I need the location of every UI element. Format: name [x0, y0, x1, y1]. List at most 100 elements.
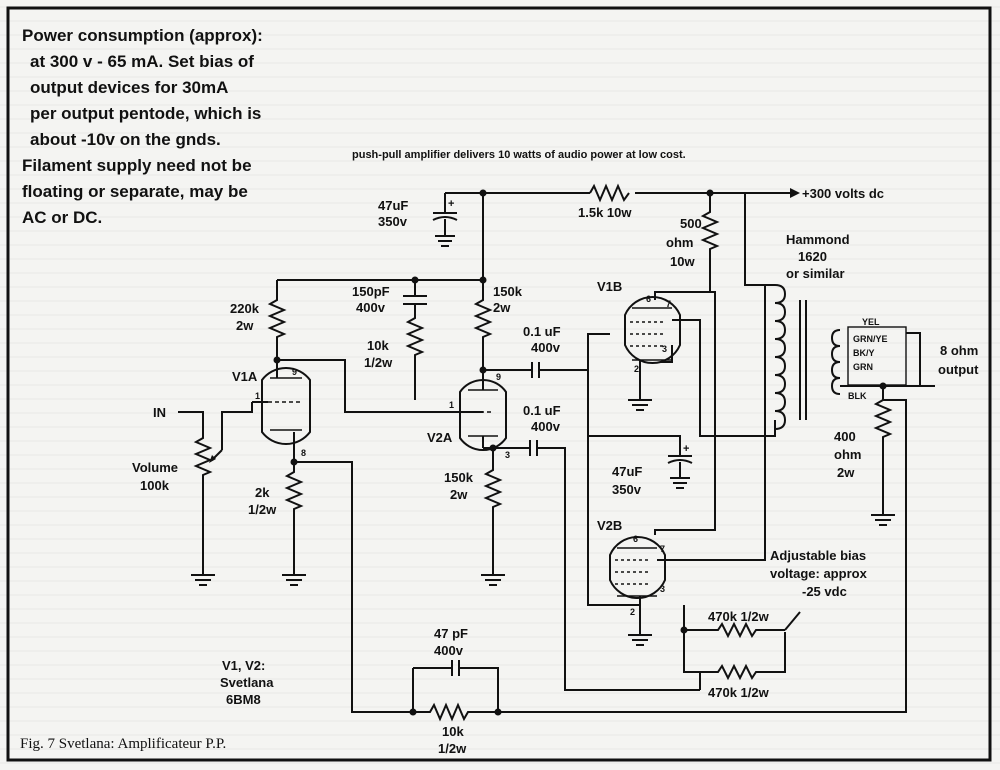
label-150k-bot-w: 2w — [450, 487, 468, 502]
label-v1b: V1B — [597, 279, 622, 294]
note-line: per output pentode, which is — [30, 104, 261, 123]
label-transformer-alt: or similar — [786, 266, 845, 281]
svg-text:BK/Y: BK/Y — [853, 348, 875, 358]
note-line: output devices for 30mA — [30, 78, 228, 97]
svg-text:1: 1 — [449, 400, 454, 410]
label-10k-mid: 10k — [367, 338, 389, 353]
label-47uf: 47uF — [378, 198, 408, 213]
svg-text:2: 2 — [630, 607, 635, 617]
wire-v2b-plate — [657, 285, 766, 561]
label-400-w: 2w — [837, 465, 855, 480]
output-transformer — [744, 193, 841, 430]
label-01uf-top-v: 400v — [531, 340, 561, 355]
svg-text:2: 2 — [634, 364, 639, 374]
bias-input[interactable] — [784, 611, 801, 631]
capacitor-47uf-mid — [588, 435, 693, 489]
label-transformer-model: 1620 — [798, 249, 827, 264]
resistor-500-ohm — [700, 193, 720, 282]
capacitor-47uf-supply: + — [432, 193, 458, 247]
label-1-5k: 1.5k 10w — [578, 205, 632, 220]
label-500-w: 10w — [670, 254, 695, 269]
svg-text:+: + — [448, 198, 454, 210]
label-2k: 2k — [255, 485, 270, 500]
note-line: AC or DC. — [22, 208, 102, 227]
svg-text:GRN: GRN — [853, 362, 873, 372]
label-220k: 220k — [230, 301, 260, 316]
ground-icon — [628, 360, 652, 411]
tube-v2b — [609, 535, 666, 600]
svg-text:+: + — [683, 443, 689, 455]
svg-text:BLK: BLK — [848, 391, 867, 401]
label-output-sub: output — [938, 362, 979, 377]
label-150k-top-w: 2w — [493, 300, 511, 315]
tube-note-3: 6BM8 — [226, 692, 261, 707]
label-10k-fb: 10k — [442, 724, 464, 739]
wire-screen-feed — [654, 282, 716, 535]
label-400: 400 — [834, 429, 856, 444]
tube-v1b — [624, 295, 681, 365]
coupling-cap-top — [531, 362, 640, 606]
note-line: Filament supply need not be — [22, 156, 252, 175]
label-01uf-bot: 0.1 uF — [523, 403, 561, 418]
svg-text:7: 7 — [660, 544, 665, 554]
capacitor-47pf — [412, 660, 499, 712]
wire-v1a-plate-v2a-grid — [276, 359, 483, 413]
label-500: 500 — [680, 216, 702, 231]
label-volume: Volume — [132, 460, 178, 475]
resistor-220k — [267, 280, 287, 360]
label-bias: Adjustable bias — [770, 548, 866, 563]
wire-v2a-plate — [482, 369, 532, 390]
ground-icon — [871, 514, 895, 526]
label-150k-bot: 150k — [444, 470, 474, 485]
resistor-2k — [284, 462, 304, 575]
label-v2b: V2B — [597, 518, 622, 533]
ground-icon — [481, 574, 505, 586]
label-01uf-top: 0.1 uF — [523, 324, 561, 339]
label-volume-value: 100k — [140, 478, 170, 493]
label-47uf-mid: 47uF — [612, 464, 642, 479]
label-01uf-bot-v: 400v — [531, 419, 561, 434]
note-line: at 300 v - 65 mA. Set bias of — [30, 52, 254, 71]
note-line: Power consumption (approx): — [22, 26, 263, 45]
resistor-1-5k — [589, 183, 630, 203]
svg-text:3: 3 — [505, 450, 510, 460]
ground-icon — [282, 574, 306, 586]
label-bias-3: -25 vdc — [802, 584, 847, 599]
note-line: floating or separate, may be — [22, 182, 248, 201]
volume-pot[interactable] — [178, 411, 213, 575]
label-v1a: V1A — [232, 369, 258, 384]
label-10k-fb-w: 1/2w — [438, 741, 467, 756]
label-47pf-v: 400v — [434, 643, 464, 658]
label-220k-w: 2w — [236, 318, 254, 333]
tube-note-1: V1, V2: — [222, 658, 265, 673]
label-transformer: Hammond — [786, 232, 850, 247]
svg-text:YEL: YEL — [862, 317, 880, 327]
power-note: Power consumption (approx): at 300 v - 6… — [22, 26, 263, 227]
label-400-ohm: ohm — [834, 447, 861, 462]
resistor-150k-bottom — [483, 448, 503, 575]
svg-text:8: 8 — [301, 448, 306, 458]
resistor-150k-top — [473, 280, 493, 370]
compensation-branch — [403, 280, 427, 400]
input-label: IN — [153, 405, 166, 420]
wire-v1a-grid — [221, 401, 268, 450]
label-150k-top: 150k — [493, 284, 523, 299]
label-47uf-mid-v: 350v — [612, 482, 642, 497]
svg-text:9: 9 — [292, 367, 297, 377]
label-47uf-v: 350v — [378, 214, 408, 229]
svg-text:GRN/YE: GRN/YE — [853, 334, 888, 344]
label-2k-w: 1/2w — [248, 502, 277, 517]
resistor-470k-b — [700, 632, 786, 681]
resistor-10k-feedback — [413, 702, 498, 722]
headline: push-pull amplifier delivers 10 watts of… — [352, 149, 686, 161]
svg-text:3: 3 — [662, 344, 667, 354]
svg-text:6: 6 — [646, 294, 651, 304]
label-47pf: 47 pF — [434, 626, 468, 641]
supply-label: +300 volts dc — [802, 186, 884, 201]
wire-global-feedback — [498, 399, 907, 713]
ground-icon — [191, 574, 215, 586]
label-500-ohm: ohm — [666, 235, 693, 250]
note-line: about -10v on the gnds. — [30, 130, 221, 149]
label-150pf-v: 400v — [356, 300, 386, 315]
